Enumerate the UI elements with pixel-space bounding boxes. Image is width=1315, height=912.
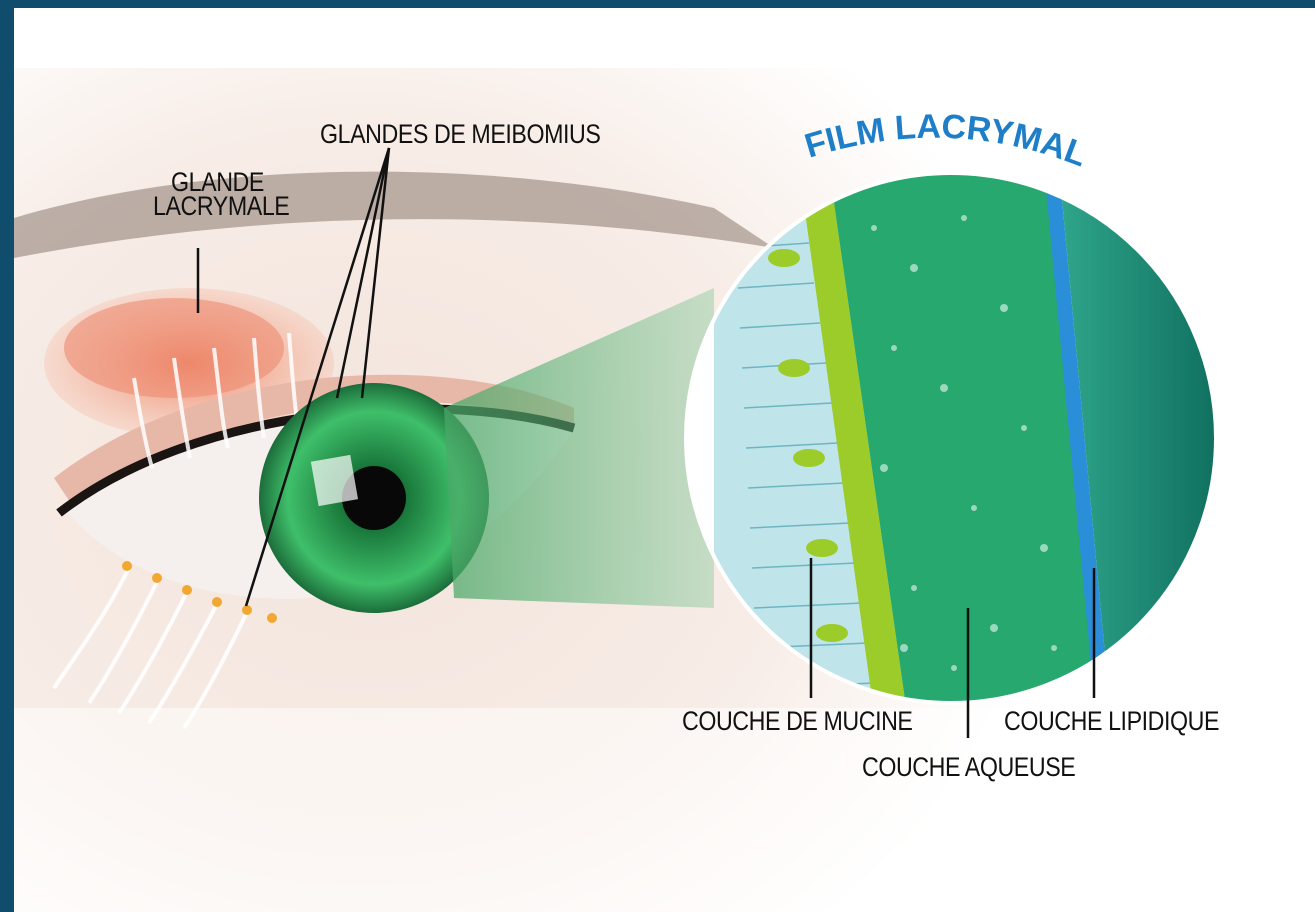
glande-lacrymale-label: GLANDE LACRYMALE	[153, 170, 282, 218]
glandes-meibomius-label: GLANDES DE MEIBOMIUS	[320, 121, 600, 148]
couche-aqueuse-label: COUCHE AQUEUSE	[862, 754, 1075, 781]
eye-anatomy-illustration: FILM LACRYMAL	[14, 8, 1315, 912]
couche-mucine-label: COUCHE DE MUCINE	[682, 708, 912, 735]
couche-lipidique-label: COUCHE LIPIDIQUE	[1004, 708, 1219, 735]
diagram-panel: FILM LACRYMAL GLANDE LACRYMALE GLANDES D…	[14, 8, 1315, 912]
